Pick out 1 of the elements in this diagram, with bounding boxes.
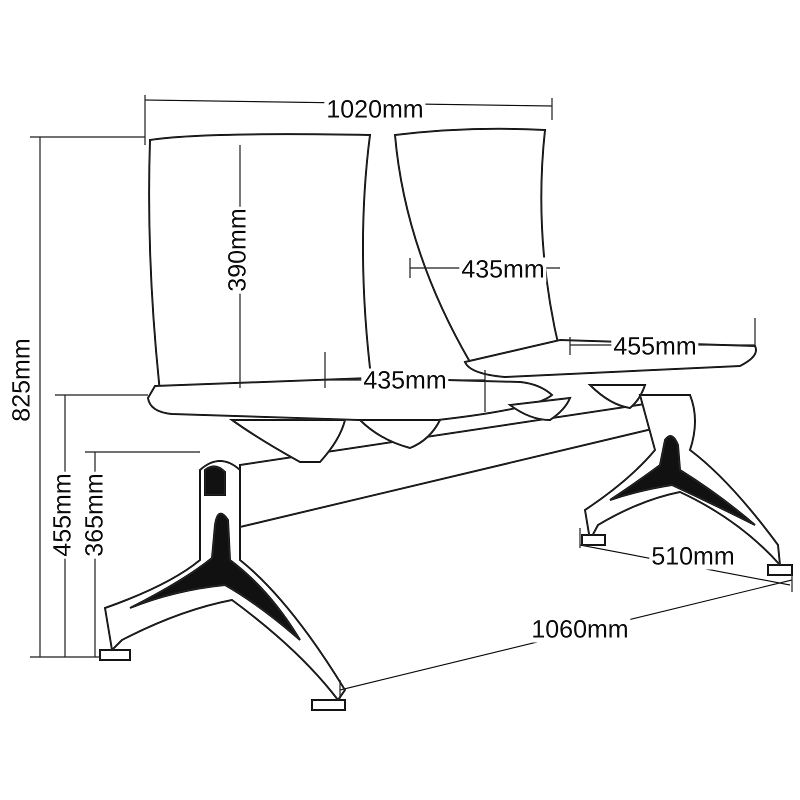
dimension-label: 435mm <box>459 258 547 282</box>
